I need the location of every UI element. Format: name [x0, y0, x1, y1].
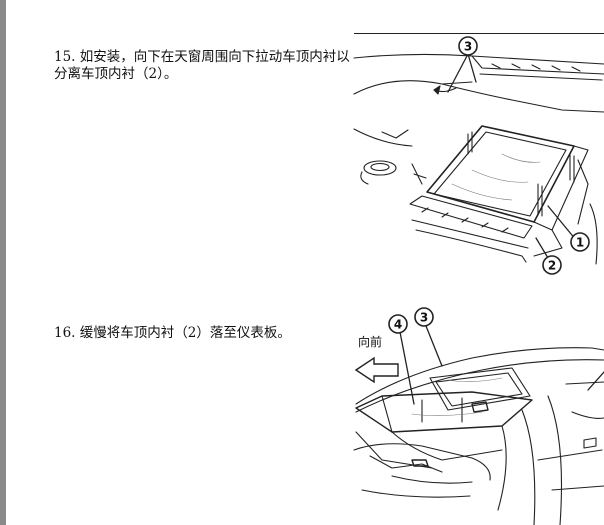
headliner-lowered-figure: 向前 — [352, 300, 604, 525]
step-number: 15. — [54, 49, 76, 65]
svg-text:3: 3 — [464, 40, 472, 54]
sunroof-headliner-figure: 3 1 2 — [352, 34, 604, 284]
svg-text:4: 4 — [394, 318, 402, 332]
callout-4: 4 — [388, 314, 408, 334]
step-15: 15. 如安装，向下在天窗周围向下拉动车顶内衬以分离车顶内衬（2）。 — [54, 49, 354, 83]
direction-label: 向前 — [358, 334, 382, 349]
step-number: 16. — [54, 325, 76, 341]
sunroof-headliner-illustration: 3 1 2 — [353, 36, 604, 275]
callout-3: 3 — [458, 36, 478, 56]
step-text: 缓慢将车顶内衬（2）落至仪表板。 — [79, 325, 291, 341]
forward-direction-arrow-icon — [354, 356, 399, 384]
page-left-margin-bar — [0, 0, 6, 525]
callout-3: 3 — [414, 307, 434, 327]
svg-text:1: 1 — [576, 236, 584, 250]
headliner-lowered-illustration: 向前 — [353, 307, 604, 525]
svg-text:2: 2 — [548, 259, 556, 273]
svg-text:3: 3 — [420, 311, 428, 325]
figure-top-rule — [354, 33, 604, 34]
step-16: 16. 缓慢将车顶内衬（2）落至仪表板。 — [54, 325, 354, 342]
callout-1: 1 — [570, 232, 590, 252]
step-text: 如安装，向下在天窗周围向下拉动车顶内衬以分离车顶内衬（2）。 — [54, 49, 350, 82]
callout-2: 2 — [542, 255, 562, 275]
